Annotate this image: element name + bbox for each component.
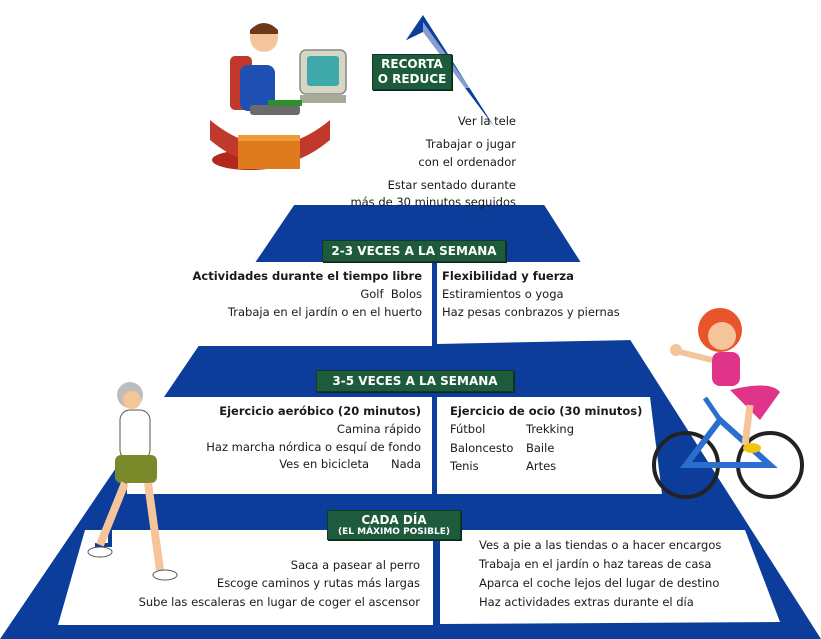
- tier3-right-heading: Ejercicio de ocio (30 minutos): [450, 404, 643, 418]
- top-panel: [230, 32, 553, 205]
- reduce-items: Ver la tele Trabajar o jugar con el orde…: [334, 113, 516, 211]
- base-right-line: Trabaja en el jardín o haz tareas de cas…: [479, 556, 712, 571]
- reduce-item: más de 30 minutos seguidos: [350, 195, 516, 209]
- tier2-left-panel: [180, 262, 432, 346]
- daily-badge-line2: (EL MÁXIMO POSIBLE): [337, 527, 450, 537]
- tier2-right-line: Estiramientos o yoga: [442, 286, 564, 301]
- base-right-text: Ves a pie a las tiendas o a hacer encarg…: [479, 536, 769, 612]
- reduce-item: con el ordenador: [418, 154, 516, 169]
- tier3-right-grid: Fútbol Trekking Baloncesto Baile Tenis A…: [450, 421, 650, 476]
- tier3-left-text: Ejercicio aeróbico (20 minutos) Camina r…: [165, 403, 421, 474]
- base-right-panel: [440, 530, 780, 624]
- base-left-line: Escoge caminos y rutas más largas: [216, 576, 420, 591]
- reduce-badge-line2: O REDUCE: [377, 72, 447, 86]
- tier3-left-line: Camina rápido: [336, 421, 421, 436]
- tier2-left-line: Trabaja en el jardín o en el huerto: [227, 304, 422, 319]
- tier2-right-heading: Flexibilidad y fuerza: [442, 269, 574, 283]
- ocio-item: Trekking: [526, 421, 574, 436]
- tier3-badge: 3-5 VECES A LA SEMANA: [316, 370, 514, 392]
- tier2-right-panel: [437, 262, 634, 344]
- elderly-woman-climbing-stairs-icon: [87, 382, 178, 581]
- base-left-line: Saca a pasear al perro: [290, 558, 420, 572]
- tier3-right-panel: [437, 397, 662, 494]
- ocio-item: Artes: [526, 459, 557, 474]
- ocio-item: Tenis: [450, 459, 479, 474]
- daily-badge-line1: CADA DÍA: [361, 513, 427, 527]
- tier2-right-text: Flexibilidad y fuerza Estiramientos o yo…: [442, 268, 632, 321]
- tier3-left-line: Ves en bicicleta Nada: [279, 457, 421, 472]
- tier3-left-panel: [122, 397, 432, 494]
- person-at-computer-icon: [210, 23, 347, 170]
- daily-badge: CADA DÍA (EL MÁXIMO POSIBLE): [327, 510, 461, 540]
- ocio-item: Baile: [526, 440, 555, 455]
- base-right-line: Aparca el coche lejos del lugar de desti…: [479, 575, 720, 590]
- tier2-left-line: Golf Bolos: [360, 286, 422, 301]
- tier2-right-line: Haz pesas conbrazos y piernas: [442, 304, 620, 319]
- tier3-left-heading: Ejercicio aeróbico (20 minutos): [219, 404, 421, 418]
- reduce-item: Estar sentado durante: [387, 177, 516, 192]
- base-left-line: Sube las escaleras en lugar de coger el …: [138, 594, 420, 609]
- reduce-badge-line1: RECORTA: [381, 57, 443, 71]
- tier2-badge: 2-3 VECES A LA SEMANA: [322, 240, 506, 262]
- reduce-item: Ver la tele: [457, 114, 516, 128]
- ocio-item: Fútbol: [450, 421, 486, 436]
- reduce-badge: RECORTA O REDUCE: [372, 54, 452, 90]
- ocio-item: Baloncesto: [450, 440, 514, 455]
- base-right-line: Haz actividades extras durante el día: [479, 594, 694, 609]
- tier3-right-text: Ejercicio de ocio (30 minutos) Fútbol Tr…: [450, 403, 650, 476]
- woman-on-bicycle-icon: [652, 308, 804, 499]
- base-right-line: Ves a pie a las tiendas o a hacer encarg…: [479, 538, 722, 552]
- base-left-panel: [58, 530, 433, 625]
- base-left-text: Saca a pasear al perro Escoge caminos y …: [100, 556, 420, 611]
- tier3-left-line: Haz marcha nórdica o esquí de fondo: [206, 439, 421, 454]
- reduce-item: Trabajar o jugar: [425, 137, 516, 152]
- tier2-left-text: Actividades durante el tiempo libre Golf…: [190, 268, 423, 321]
- tier2-left-heading: Actividades durante el tiempo libre: [192, 269, 423, 283]
